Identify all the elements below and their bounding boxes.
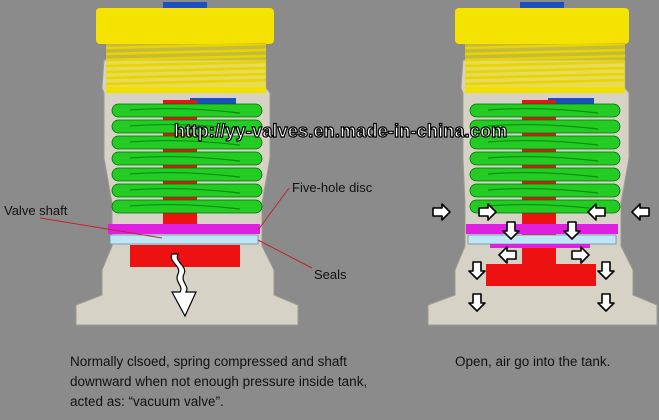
seal	[109, 234, 259, 245]
seal-open	[467, 234, 617, 245]
caption-closed-line-2: downward when not enough pressure inside…	[70, 374, 368, 389]
five-hole-disc	[108, 224, 260, 234]
label-five-hole-disc: Five-hole disc	[292, 180, 373, 195]
label-valve-shaft: Valve shaft	[4, 203, 68, 218]
caption-closed: Normally clsoed, spring compressed and s…	[70, 352, 367, 412]
cap-collar-open	[465, 87, 625, 93]
valve-head-open	[486, 264, 596, 286]
spring-seat	[190, 98, 236, 108]
cap-knob	[163, 2, 207, 11]
thread-inset-open	[465, 44, 625, 89]
spring-shading	[129, 107, 241, 210]
valve-head-stem-open	[522, 248, 556, 266]
yellow-cap-open	[455, 8, 629, 44]
caption-closed-line-3: acted as: “vacuum valve”.	[70, 394, 224, 409]
five-hole-disc-open	[466, 224, 618, 234]
yellow-cap	[96, 8, 274, 44]
valve-open	[427, 2, 658, 326]
cap-knob-open	[520, 2, 564, 11]
label-seals: Seals	[314, 267, 347, 282]
spring	[111, 103, 263, 214]
spring-shading-open	[487, 107, 599, 210]
valve-head	[130, 245, 240, 267]
leader-five-hole-disc	[257, 187, 290, 231]
seal-lip-open	[490, 244, 590, 248]
spring-open	[469, 103, 621, 214]
watermark-url: http://yy-valves.en.made-in-china.com	[173, 120, 508, 141]
caption-closed-line-1: Normally clsoed, spring compressed and s…	[70, 354, 347, 369]
leader-seals	[257, 239, 313, 269]
arrow-inlet-right	[631, 203, 650, 221]
thread-inset	[106, 44, 266, 89]
cap-collar	[106, 87, 266, 93]
valve-closed	[39, 2, 313, 326]
airflow-wave-arrow	[170, 253, 197, 318]
arrow-inlet-left	[432, 203, 451, 221]
spring-seat-open	[548, 98, 594, 108]
leader-valve-shaft	[39, 217, 163, 239]
caption-open: Open, air go into the tank.	[455, 354, 611, 369]
